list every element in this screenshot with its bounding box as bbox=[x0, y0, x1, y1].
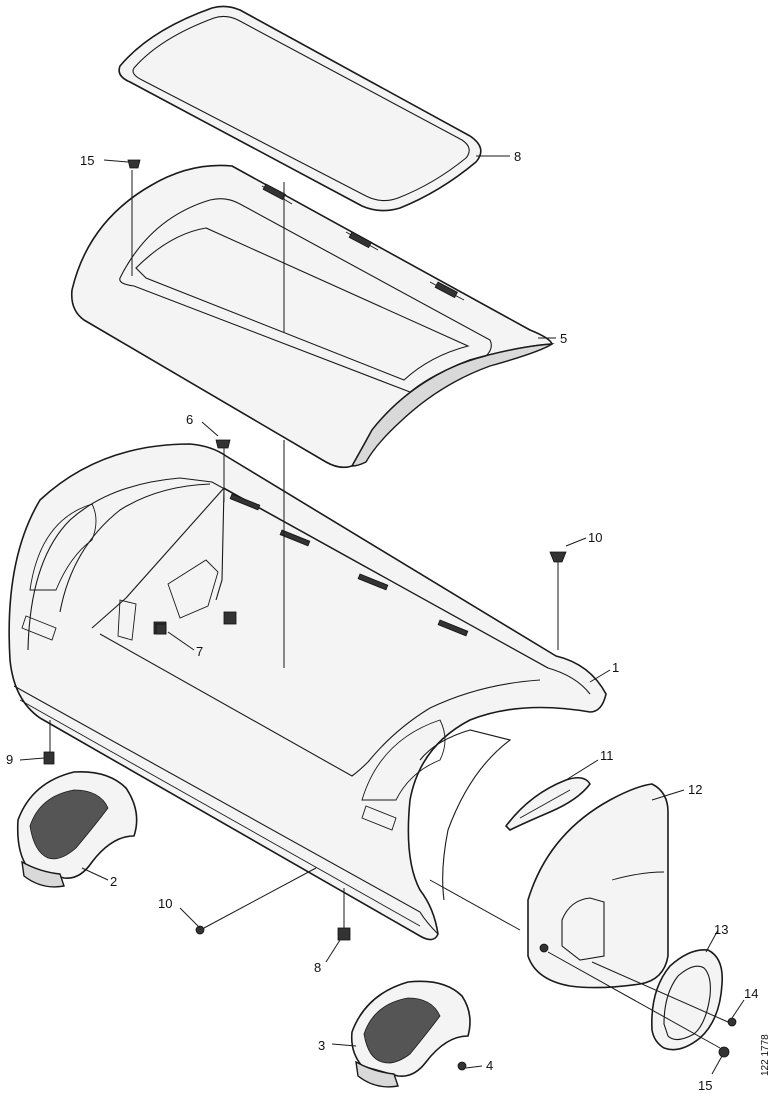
document-code-text: 122 1778 bbox=[760, 1034, 771, 1076]
part-9-clip bbox=[43, 751, 55, 765]
part-10-bottom-screw bbox=[195, 925, 205, 935]
callout-labels: 8 15 5 6 10 7 1 9 11 12 2 10 8 13 14 3 4… bbox=[6, 149, 758, 1093]
part-8-bottom-clip bbox=[337, 927, 351, 941]
part-6-screw bbox=[215, 439, 231, 449]
label-15-top: 15 bbox=[80, 153, 94, 168]
label-11: 11 bbox=[600, 748, 614, 763]
part-14-screw bbox=[727, 1017, 737, 1027]
label-10-bottom: 10 bbox=[158, 896, 172, 911]
label-1: 1 bbox=[612, 660, 619, 675]
label-8-bottom: 8 bbox=[314, 960, 321, 975]
part-11-bracket bbox=[505, 776, 591, 831]
label-2: 2 bbox=[110, 874, 117, 889]
part-15-bottom-screw bbox=[718, 1046, 730, 1058]
label-6: 6 bbox=[186, 412, 193, 427]
part-5-upper-frame bbox=[70, 164, 555, 469]
assembly-axes bbox=[49, 170, 729, 1049]
label-8-top: 8 bbox=[514, 149, 521, 164]
label-14: 14 bbox=[744, 986, 758, 1001]
label-4: 4 bbox=[486, 1058, 493, 1073]
document-code: 122 1778 bbox=[760, 1034, 771, 1076]
leader-lines bbox=[19, 155, 745, 1075]
part-8-top-panel bbox=[118, 5, 482, 212]
label-12: 12 bbox=[688, 782, 702, 797]
part-12-side-cover bbox=[527, 783, 669, 989]
part-7-clip bbox=[155, 623, 167, 635]
part-15-top-screw bbox=[127, 159, 141, 169]
part-3-foot bbox=[350, 980, 471, 1088]
label-15-bottom: 15 bbox=[698, 1078, 712, 1093]
label-9: 9 bbox=[6, 752, 13, 767]
label-13: 13 bbox=[714, 922, 728, 937]
part-10-right-screw bbox=[549, 551, 567, 563]
part-1-main-body bbox=[8, 443, 607, 941]
label-7: 7 bbox=[196, 644, 203, 659]
label-5: 5 bbox=[560, 331, 567, 346]
label-3: 3 bbox=[318, 1038, 325, 1053]
part-4-screw bbox=[457, 1061, 467, 1071]
part-2-foot bbox=[16, 771, 138, 888]
label-10-right: 10 bbox=[588, 530, 602, 545]
part-13-ring bbox=[651, 949, 724, 1051]
